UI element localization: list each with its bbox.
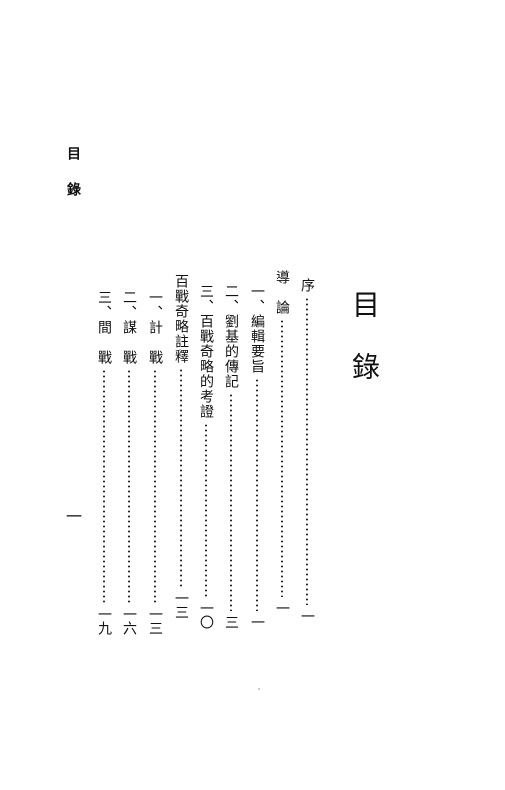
toc-entry-title: 二、劉基的傳記 [223, 284, 239, 389]
toc-entry-page: 一 [299, 609, 315, 623]
scan-speck [258, 688, 260, 690]
dot-leader [281, 319, 283, 597]
toc-entry-title: 三、間 戰 [96, 290, 112, 365]
toc-entry-page: 一三 [173, 591, 189, 619]
toc-entry[interactable]: 二、謀 戰 一六 [118, 290, 140, 635]
toc-entry[interactable]: 導 論 一 [271, 270, 293, 615]
section-entry[interactable]: 百戰奇略註釋 一三 [170, 274, 192, 619]
toc-entry-page: 一 [274, 601, 290, 615]
dot-leader [230, 393, 232, 611]
toc-entry-title: 一、編輯要旨 [249, 284, 265, 374]
toc-entry[interactable]: 一、編輯要旨 一 [246, 284, 268, 629]
dot-leader [180, 368, 182, 587]
toc-entry[interactable]: 三、間 戰 一九 [93, 290, 115, 635]
toc-entry-page: 一〇 [198, 601, 214, 629]
dot-leader [103, 369, 105, 603]
toc-entry-title: 三、百戰奇略的考證 [198, 284, 214, 419]
toc-entry[interactable]: 一、計 戰 一三 [144, 290, 166, 635]
toc-entry-page: 一六 [121, 607, 137, 635]
dot-leader [306, 297, 308, 605]
dot-leader [154, 369, 156, 603]
toc-entry-page: 一三 [147, 607, 163, 635]
page-folio: 一 [63, 508, 82, 524]
toc-entry-title: 導 論 [274, 270, 290, 315]
dot-leader [205, 423, 207, 597]
toc-heading: 目錄 [348, 290, 381, 414]
toc-entry[interactable]: 序 一 [296, 278, 318, 623]
toc-entry-title: 序 [299, 278, 315, 293]
toc-entry[interactable]: 三、百戰奇略的考證 一〇 [195, 284, 217, 629]
running-head: 目錄 [65, 146, 81, 218]
dot-leader [256, 378, 258, 611]
toc-entry-page: 一 [249, 615, 265, 629]
toc-entry-page: 一九 [96, 607, 112, 635]
toc-entry-page: 三 [223, 615, 239, 629]
section-heading: 百戰奇略註釋 [173, 274, 189, 364]
toc-entry[interactable]: 二、劉基的傳記 三 [220, 284, 242, 629]
toc-entry-title: 二、謀 戰 [121, 290, 137, 365]
toc-entry-title: 一、計 戰 [147, 290, 163, 365]
dot-leader [128, 369, 130, 603]
